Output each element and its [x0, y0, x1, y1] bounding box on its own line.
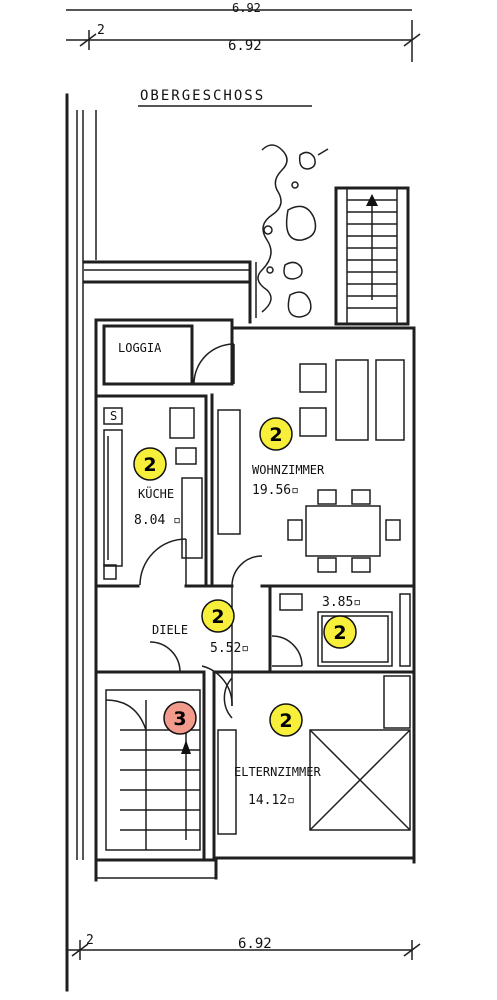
svg-text:2: 2	[279, 710, 292, 732]
loggia-label: LOGGIA	[118, 341, 162, 355]
bathroom-fixtures	[271, 593, 411, 667]
bath-area: 3.85▫	[322, 595, 361, 610]
interior-stair	[105, 689, 201, 851]
hall-features	[149, 586, 233, 707]
living-area: 19.56▫	[252, 483, 299, 498]
badge-bad: 2	[323, 615, 357, 649]
top-dim-label: 6.92	[228, 38, 262, 54]
bedroom-label: ELTERNZIMMER	[234, 765, 321, 779]
interior-walls	[94, 318, 416, 862]
bedroom-furniture	[217, 675, 411, 835]
living-label: WOHNZIMMER	[252, 463, 325, 477]
top-dim-cut-label: 6.92	[232, 1, 261, 15]
bedroom-area: 14.12▫	[248, 793, 295, 808]
exterior-stair	[334, 186, 410, 326]
bottom-dimension: 2 6.92	[66, 933, 421, 960]
badge-treppe: 3	[163, 701, 197, 735]
living-furniture	[231, 359, 405, 587]
top-dimension: 6.92 2 6.92	[66, 1, 421, 62]
lower-exterior	[94, 856, 218, 882]
bottom-dim-side-label: 2	[86, 933, 94, 948]
badge-wohnzimmer: 2	[259, 417, 293, 451]
plan-title: OBERGESCHOSS	[140, 88, 265, 104]
svg-text:2: 2	[211, 606, 224, 628]
badge-diele: 2	[201, 599, 235, 633]
terrace	[82, 260, 257, 324]
bottom-dim-label: 6.92	[238, 936, 272, 952]
svg-text:2: 2	[143, 454, 156, 476]
left-exterior	[65, 93, 97, 992]
svg-text:3: 3	[173, 708, 186, 730]
wall-cabinet	[217, 409, 241, 535]
garden-sketch	[257, 144, 329, 318]
hall-label: DIELE	[152, 623, 188, 637]
hall-area: 5.52▫	[210, 641, 249, 656]
kitchen-furniture	[103, 407, 203, 586]
kitchen-label: KÜCHE	[138, 485, 174, 501]
kitchen-area: 8.04 ▫	[134, 513, 181, 528]
outer-walls	[94, 318, 416, 864]
top-dim-side-label: 2	[97, 23, 105, 38]
svg-text:2: 2	[333, 622, 346, 644]
svg-text:2: 2	[269, 424, 282, 446]
kitchen-s-marker: S	[110, 409, 117, 423]
loggia	[102, 324, 235, 386]
badge-elternzimmer: 2	[269, 703, 303, 737]
badge-kueche: 2	[133, 447, 167, 481]
